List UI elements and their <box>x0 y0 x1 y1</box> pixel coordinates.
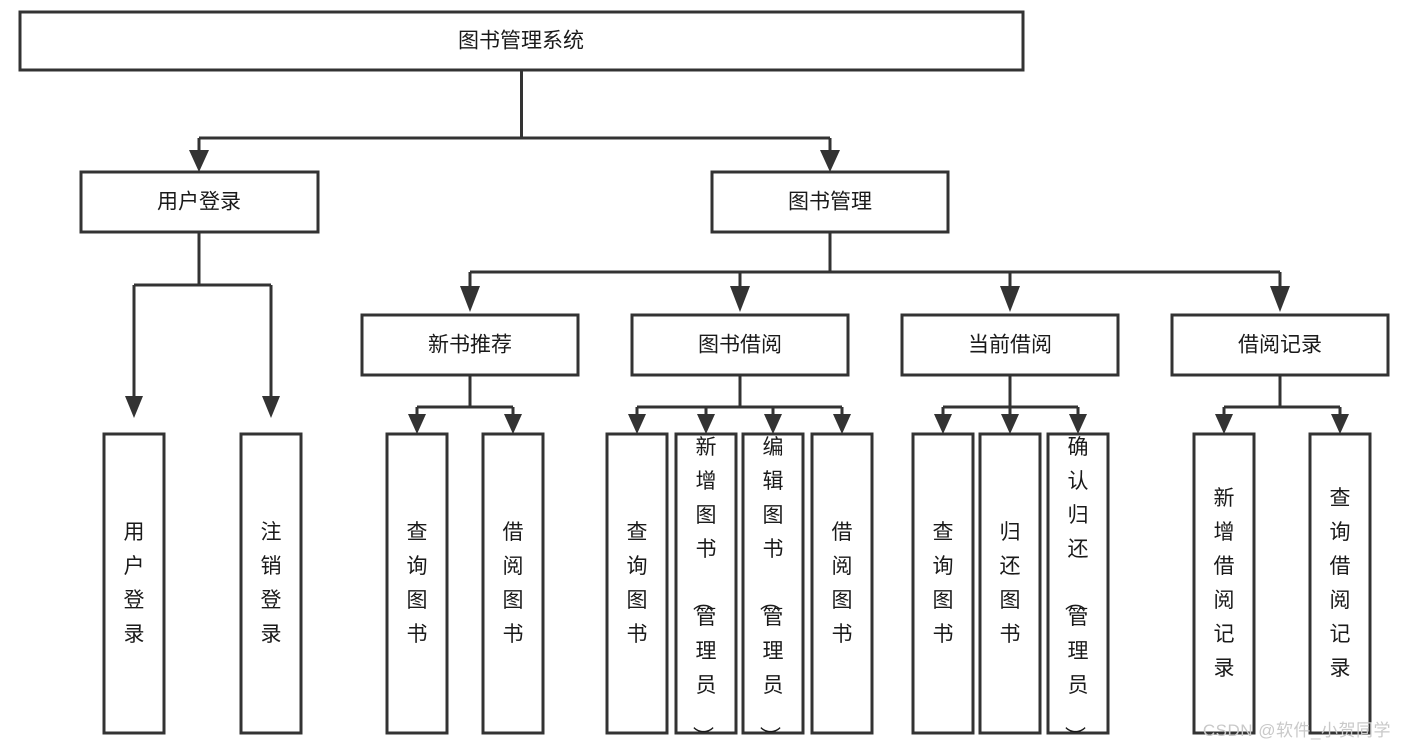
node-leaf-add-book-box[interactable] <box>674 432 738 735</box>
node-leaf-query-record-box[interactable] <box>1308 432 1372 735</box>
node-borrow-record-box[interactable] <box>1170 313 1390 377</box>
node-new-book-recommend-label: 新书推荐 <box>428 334 512 357</box>
arrow-leaf-logout-login-icon <box>262 396 280 418</box>
node-leaf-add-book[interactable]: 新增图书（管理员） <box>674 432 738 747</box>
arrow-leaf-edit-book-icon <box>764 414 782 434</box>
csdn-watermark: CSDN @软件_小贺同学 <box>1202 721 1391 740</box>
node-leaf-query-book-2-label: 查询图书 <box>627 521 648 646</box>
node-root[interactable]: 图书管理系统 <box>18 10 1025 72</box>
node-current-borrow-box[interactable] <box>900 313 1120 377</box>
arrow-to-book-management-icon <box>820 150 840 172</box>
node-leaf-confirm-return[interactable]: 确认归还（管理员） <box>1046 432 1110 747</box>
arrow-leaf-borrow-book-2-icon <box>833 414 851 434</box>
node-leaf-add-record-box[interactable] <box>1192 432 1256 735</box>
node-leaf-confirm-return-box[interactable] <box>1046 432 1110 735</box>
node-leaf-logout-login-label: 注销登录 <box>261 521 282 646</box>
arrow-leaf-query-record-icon <box>1331 414 1349 434</box>
node-book-management-label: 图书管理 <box>788 191 872 214</box>
node-leaf-query-record-label: 查询借阅记录 <box>1330 487 1351 680</box>
node-leaf-query-book-1-label: 查询图书 <box>407 521 428 646</box>
node-leaf-edit-book-label: 编辑图书（管理员） <box>758 436 784 747</box>
node-new-book-recommend-box[interactable] <box>360 313 580 377</box>
node-leaf-borrow-book-1-box[interactable] <box>481 432 545 735</box>
node-user-login-box[interactable] <box>79 170 320 234</box>
connector-layer <box>125 70 1349 434</box>
arrow-leaf-confirm-return-icon <box>1069 414 1087 434</box>
node-book-borrow[interactable]: 图书借阅 <box>630 313 850 377</box>
node-leaf-query-book-1[interactable]: 查询图书 <box>385 432 449 735</box>
node-leaf-user-login[interactable]: 用户登录 <box>102 432 166 735</box>
node-root-box[interactable] <box>18 10 1025 72</box>
node-borrow-record[interactable]: 借阅记录 <box>1170 313 1390 377</box>
node-leaf-add-record[interactable]: 新增借阅记录 <box>1192 432 1256 735</box>
node-leaf-query-book-3-label: 查询图书 <box>933 521 954 646</box>
node-borrow-record-label: 借阅记录 <box>1238 334 1322 357</box>
node-leaf-return-book-label: 归还图书 <box>1000 521 1021 646</box>
node-leaf-return-book[interactable]: 归还图书 <box>978 432 1042 735</box>
node-leaf-edit-book[interactable]: 编辑图书（管理员） <box>741 432 805 747</box>
arrow-leaf-query-book-1-icon <box>408 414 426 434</box>
node-leaf-query-record[interactable]: 查询借阅记录 <box>1308 432 1372 735</box>
arrow-leaf-add-record-icon <box>1215 414 1233 434</box>
node-leaf-borrow-book-2-label: 借阅图书 <box>832 521 853 646</box>
node-leaf-borrow-book-1-label: 借阅图书 <box>503 521 524 646</box>
node-leaf-confirm-return-label: 确认归还（管理员） <box>1063 436 1089 747</box>
arrow-leaf-query-book-3-icon <box>934 414 952 434</box>
node-leaf-borrow-book-1[interactable]: 借阅图书 <box>481 432 545 735</box>
node-leaf-logout-login-box[interactable] <box>239 432 303 735</box>
arrow-leaf-add-book-icon <box>697 414 715 434</box>
node-current-borrow[interactable]: 当前借阅 <box>900 313 1120 377</box>
arrow-leaf-return-book-icon <box>1001 414 1019 434</box>
node-book-management-box[interactable] <box>710 170 950 234</box>
node-leaf-query-book-1-box[interactable] <box>385 432 449 735</box>
arrow-new-book-recommend-icon <box>460 286 480 312</box>
arrow-leaf-borrow-book-1-icon <box>504 414 522 434</box>
node-user-login-label: 用户登录 <box>157 191 241 214</box>
node-leaf-query-book-2[interactable]: 查询图书 <box>605 432 669 735</box>
node-leaf-user-login-box[interactable] <box>102 432 166 735</box>
node-leaf-logout-login[interactable]: 注销登录 <box>239 432 303 735</box>
arrow-current-borrow-icon <box>1000 286 1020 312</box>
arrow-to-user-login-icon <box>189 150 209 172</box>
arrow-leaf-query-book-2-icon <box>628 414 646 434</box>
node-user-login[interactable]: 用户登录 <box>79 170 320 234</box>
node-leaf-borrow-book-2-box[interactable] <box>810 432 874 735</box>
node-new-book-recommend[interactable]: 新书推荐 <box>360 313 580 377</box>
node-leaf-query-book-2-box[interactable] <box>605 432 669 735</box>
node-book-management[interactable]: 图书管理 <box>710 170 950 234</box>
arrow-book-borrow-icon <box>730 286 750 312</box>
arrow-borrow-record-icon <box>1270 286 1290 312</box>
node-leaf-edit-book-box[interactable] <box>741 432 805 735</box>
node-leaf-user-login-label: 用户登录 <box>124 521 145 646</box>
node-book-borrow-label: 图书借阅 <box>698 334 782 357</box>
node-leaf-return-book-box[interactable] <box>978 432 1042 735</box>
node-leaf-query-book-3-box[interactable] <box>911 432 975 735</box>
node-current-borrow-label: 当前借阅 <box>968 334 1052 357</box>
node-leaf-add-record-label: 新增借阅记录 <box>1214 487 1235 680</box>
node-leaf-query-book-3[interactable]: 查询图书 <box>911 432 975 735</box>
node-leaf-add-book-label: 新增图书（管理员） <box>691 436 717 747</box>
node-root-label: 图书管理系统 <box>458 30 584 53</box>
node-leaf-borrow-book-2[interactable]: 借阅图书 <box>810 432 874 735</box>
node-book-borrow-box[interactable] <box>630 313 850 377</box>
arrow-leaf-user-login-icon <box>125 396 143 418</box>
